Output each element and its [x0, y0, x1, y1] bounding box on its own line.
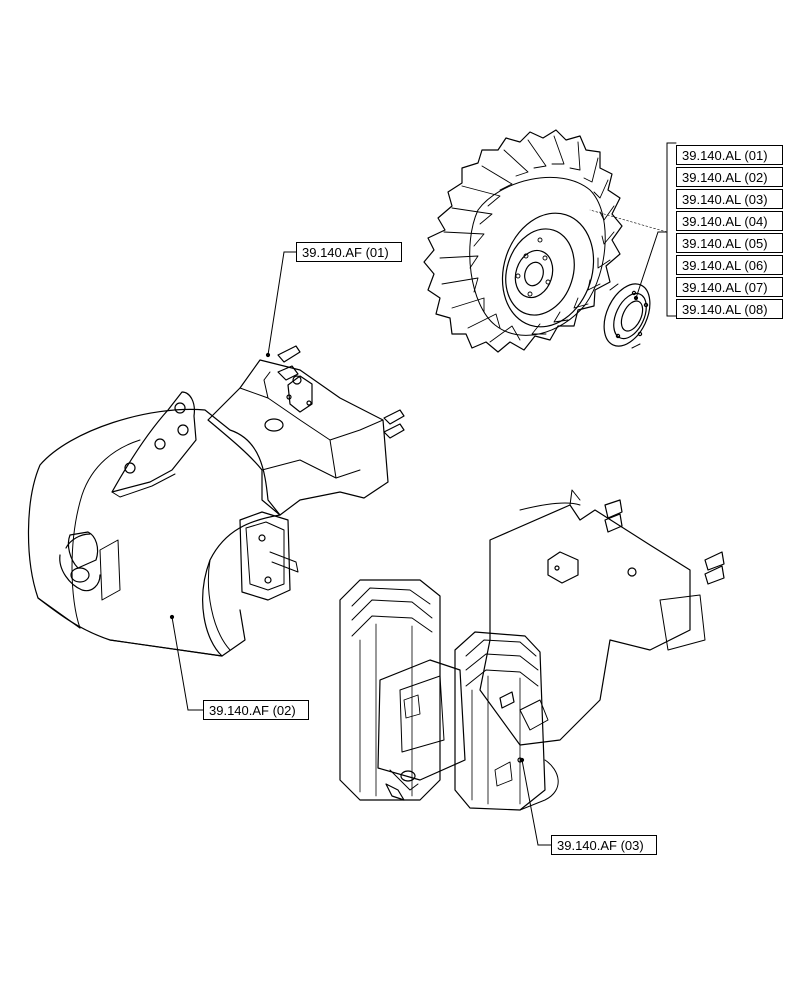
callout-39-140-af-02[interactable]: 39.140.AF (02): [203, 700, 309, 720]
callout-stack-al: 39.140.AL (01) 39.140.AL (02) 39.140.AL …: [676, 145, 783, 321]
front-weight-bracket: [207, 345, 405, 601]
callout-39-140-af-03[interactable]: 39.140.AF (03): [551, 835, 657, 855]
callout-39-140-al-05[interactable]: 39.140.AL (05): [676, 233, 783, 253]
rear-wheel-tire: [423, 129, 623, 353]
stacked-front-weights: [339, 489, 725, 811]
front-weight-block: [27, 391, 281, 657]
callout-39-140-af-01[interactable]: 39.140.AF (01): [296, 242, 402, 262]
callout-39-140-al-01[interactable]: 39.140.AL (01): [676, 145, 783, 165]
callout-39-140-al-02[interactable]: 39.140.AL (02): [676, 167, 783, 187]
callout-39-140-al-08[interactable]: 39.140.AL (08): [676, 299, 783, 319]
callout-39-140-al-06[interactable]: 39.140.AL (06): [676, 255, 783, 275]
leader-lines: [169, 142, 677, 846]
wheel-weight-ring: [603, 283, 651, 349]
callout-39-140-al-07[interactable]: 39.140.AL (07): [676, 277, 783, 297]
callout-39-140-al-03[interactable]: 39.140.AL (03): [676, 189, 783, 209]
callout-39-140-al-04[interactable]: 39.140.AL (04): [676, 211, 783, 231]
